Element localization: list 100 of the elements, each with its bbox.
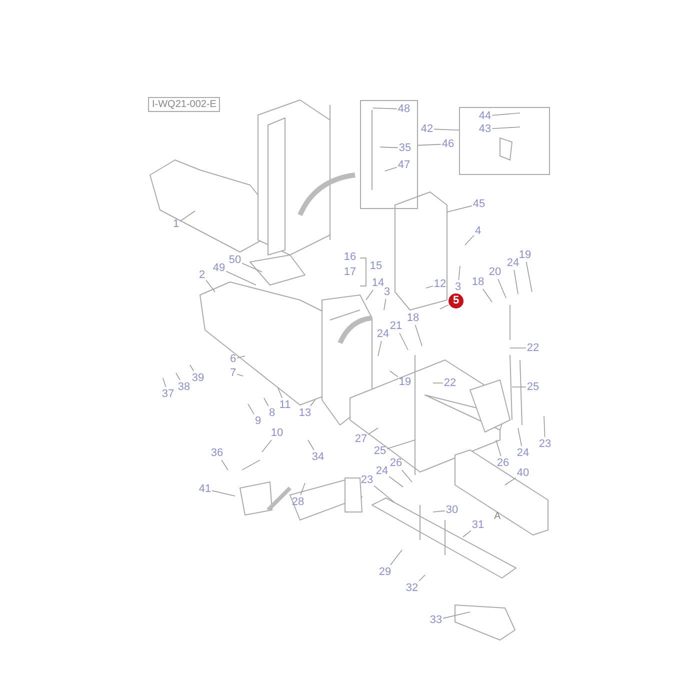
callout-number: 17 <box>342 265 358 279</box>
leader-line <box>310 400 316 406</box>
leader-line <box>526 262 532 292</box>
callout-number: 40 <box>516 466 530 480</box>
leader-line <box>278 388 282 398</box>
callout-number: 49 <box>212 261 226 275</box>
callout-number: 24 <box>374 464 390 478</box>
leader-line <box>300 482 306 496</box>
callout-number: 48 <box>396 102 412 116</box>
leader-line <box>402 470 412 482</box>
callout-number: 37 <box>160 387 176 401</box>
callout-number: 10 <box>270 426 284 440</box>
callout-number: 25 <box>526 380 540 394</box>
leader-line <box>458 266 460 280</box>
callout-number: 15 <box>368 259 384 273</box>
leader-line <box>399 332 408 350</box>
callout-number: 2 <box>198 268 206 282</box>
leader-line <box>190 364 194 372</box>
leader-line <box>248 404 254 414</box>
callout-number: 22 <box>442 376 458 390</box>
leader-line <box>498 278 506 298</box>
callout-number: 24 <box>376 327 390 341</box>
leader-line <box>414 324 422 346</box>
callout-number: 20 <box>488 265 502 279</box>
leader-line <box>380 146 398 148</box>
callout-number: 30 <box>444 503 460 517</box>
leader-line <box>221 460 228 470</box>
leader-line <box>384 166 398 172</box>
callout-number: 44 <box>478 109 492 123</box>
callout-number: 31 <box>470 518 486 532</box>
leader-line <box>372 108 398 110</box>
leader-line <box>226 270 256 286</box>
callout-number: 26 <box>496 456 510 470</box>
leader-line <box>378 340 382 356</box>
leader-line <box>368 428 378 435</box>
callout-number: 27 <box>354 432 368 446</box>
leader-line <box>464 235 474 246</box>
callout-number: 19 <box>518 248 532 262</box>
callout-number: 46 <box>440 137 456 151</box>
callout-number: 39 <box>190 371 206 385</box>
callout-number: 23 <box>538 437 552 451</box>
callout-number: 21 <box>388 319 404 333</box>
callout-number: 35 <box>398 141 412 155</box>
leader-line <box>418 574 426 582</box>
callout-number: 34 <box>310 450 326 464</box>
leader-line <box>388 476 404 488</box>
callout-number: 33 <box>428 613 444 627</box>
leader-line <box>446 205 472 212</box>
leader-line <box>504 477 516 486</box>
callout-number: 3 <box>454 280 462 294</box>
callout-number: 42 <box>420 122 434 136</box>
leader-line <box>212 490 236 496</box>
callout-number: 11 <box>278 398 292 412</box>
drawing-number: I-WQ21-002-E <box>148 97 220 112</box>
leader-line <box>176 372 180 380</box>
callout-number: 8 <box>268 406 276 420</box>
callout-number: 4 <box>474 224 482 238</box>
leader-line <box>374 485 394 502</box>
leader-line <box>492 112 520 116</box>
leader-line <box>518 428 522 446</box>
callout-number: 1 <box>172 217 180 231</box>
callout-number: 6 <box>228 352 238 366</box>
callout-number: 32 <box>404 581 420 595</box>
leader-line <box>206 280 216 292</box>
callout-number: 29 <box>378 565 392 579</box>
callout-number: 36 <box>210 446 224 460</box>
callout-number: 22 <box>526 341 540 355</box>
leader-line <box>308 440 314 450</box>
leader-line <box>440 304 449 310</box>
callout-number: 9 <box>254 414 262 428</box>
dimension-label: A <box>494 511 501 522</box>
callout-number: 13 <box>298 406 312 420</box>
leader-line <box>432 382 444 384</box>
leader-line <box>390 550 402 566</box>
leader-line <box>390 370 398 378</box>
leader-line <box>242 262 262 272</box>
leader-line <box>514 270 518 294</box>
leader-line <box>384 298 386 310</box>
leader-line <box>544 416 546 438</box>
leader-line <box>482 288 492 302</box>
callout-number: 38 <box>176 380 192 394</box>
callout-number: 14 <box>370 276 386 290</box>
leader-line <box>418 144 442 146</box>
leader-line <box>432 510 446 512</box>
callout-number: 24 <box>506 256 520 270</box>
leader-line <box>366 290 374 300</box>
callout-number: 24 <box>516 446 530 460</box>
callout-number: 3 <box>382 285 392 299</box>
callout-number: 16 <box>342 250 358 264</box>
callout-badge: 5 <box>448 294 464 308</box>
leader-line <box>492 126 520 129</box>
callout-number: 43 <box>478 122 492 136</box>
leader-line <box>496 440 502 456</box>
leader-line <box>262 440 272 452</box>
callout-number: 7 <box>228 366 238 380</box>
leader-line <box>512 386 526 388</box>
callout-number: 50 <box>228 253 242 267</box>
leader-line <box>442 612 470 619</box>
inset-box <box>360 100 418 209</box>
callout-number: 25 <box>372 444 388 458</box>
